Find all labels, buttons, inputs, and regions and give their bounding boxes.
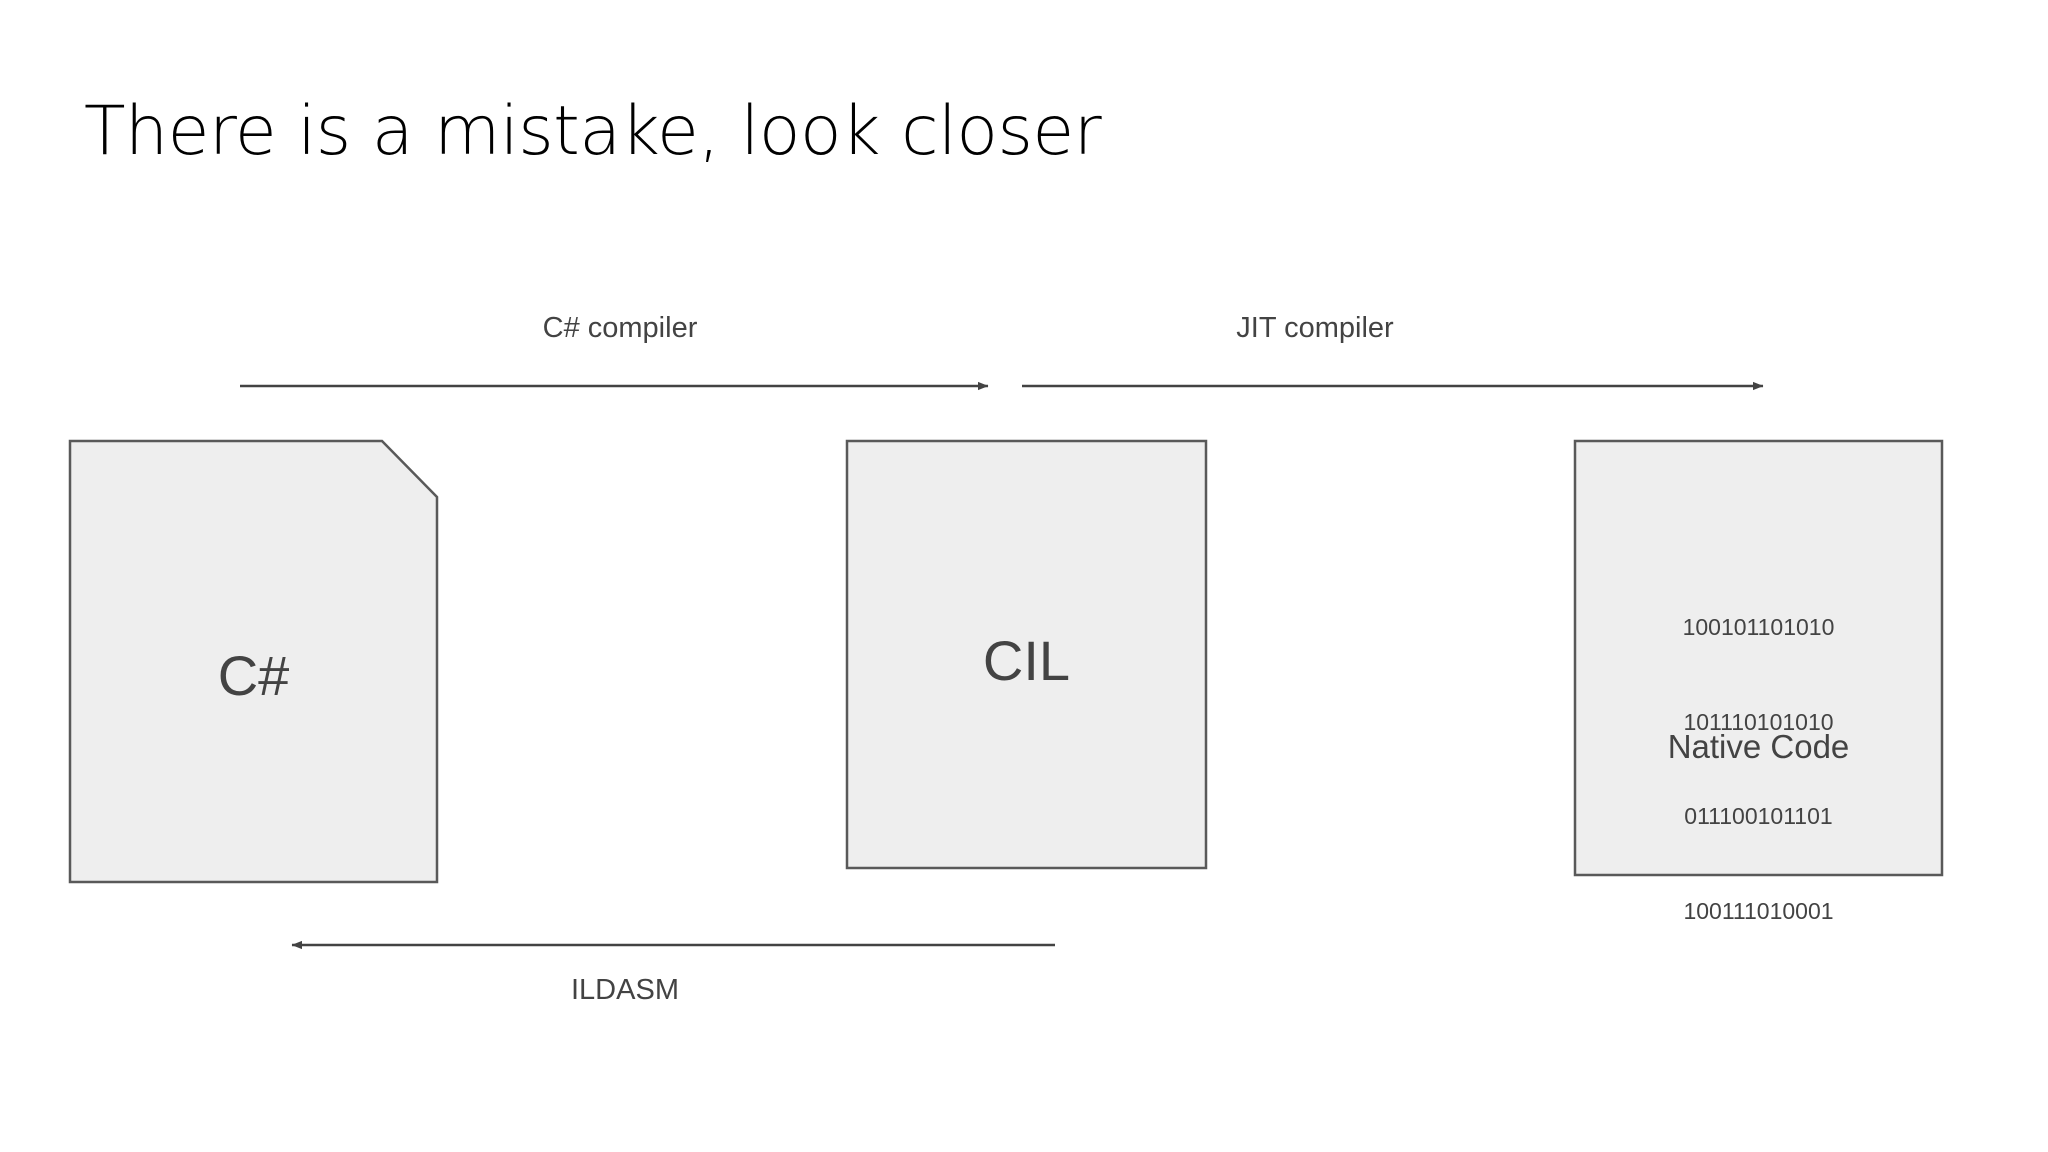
binary-line-2: 101110101010 (1683, 708, 1834, 735)
node-native-shape[interactable] (1573, 439, 1944, 877)
edge-cs-compiler-label: C# compiler (542, 312, 698, 344)
node-native-binary-text: 100101101010 101110101010 011100101101 1… (1575, 549, 1942, 990)
node-csharp-shape[interactable] (68, 439, 439, 884)
node-csharp-label: C# (217, 644, 290, 707)
binary-line-3: 011100101101 (1684, 803, 1833, 829)
binary-line-1: 100101101010 (1682, 614, 1835, 640)
binary-line-4: 100111010001 (1683, 897, 1834, 924)
node-cil-shape[interactable] (845, 439, 1208, 870)
node-cil-label: CIL (982, 629, 1071, 692)
edge-ildasm-label: ILDASM (571, 974, 679, 1006)
page-title: There is a mistake, look closer (84, 92, 1102, 171)
node-native-label: Native Code (1667, 728, 1850, 765)
edge-jit-compiler-label: JIT compiler (1236, 312, 1394, 344)
